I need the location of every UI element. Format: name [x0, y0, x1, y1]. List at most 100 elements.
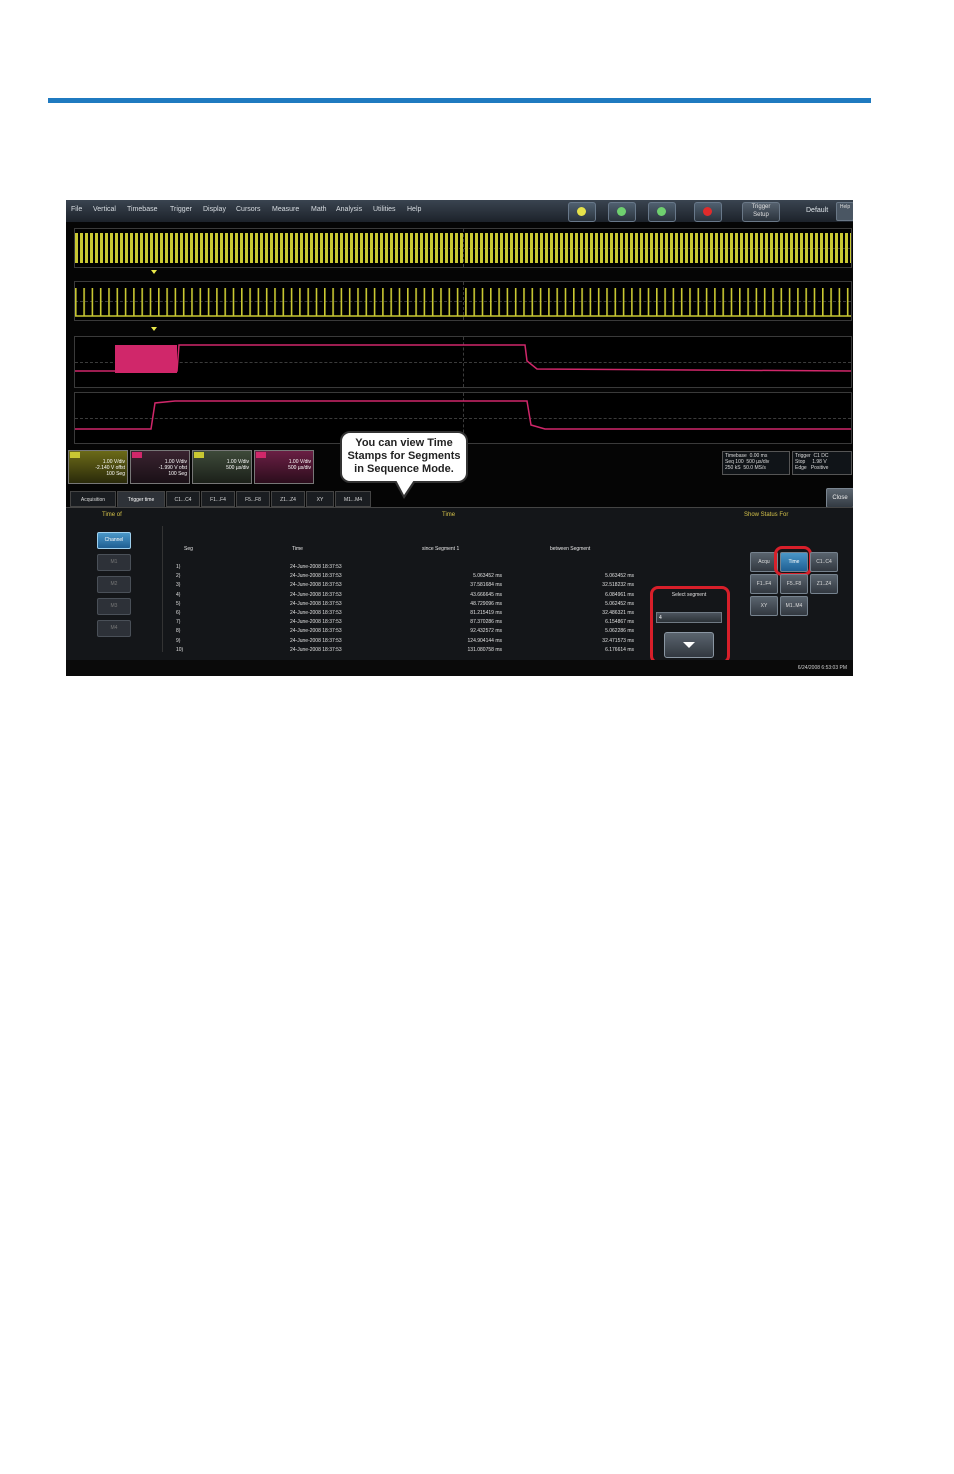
tab-z1-z4[interactable]: Z1...Z4 [271, 491, 305, 507]
descriptor-c2-line3: 100 Seg [168, 471, 187, 477]
menu-file[interactable]: File [71, 206, 83, 213]
cell-seg: 3) [176, 582, 181, 589]
tab-trigger-time[interactable]: Trigger time [117, 491, 165, 507]
status-datetime: 6/24/2008 6:53:03 PM [797, 665, 847, 671]
trigger-setup-button[interactable]: Trigger Setup [742, 202, 780, 222]
menu-display[interactable]: Display [203, 206, 226, 213]
cell-time: 24-June-2008 18:37:53 [290, 582, 342, 589]
status-z1-z4-button[interactable]: Z1..Z4 [810, 574, 838, 594]
col-header-between-seg: between Segment [550, 546, 591, 552]
descriptor-f2-tag [256, 452, 266, 458]
tab-xy[interactable]: XY [306, 491, 334, 507]
table-row: 1)24-June-2008 18:37:53 [176, 563, 646, 572]
auto-setup-button[interactable] [568, 202, 596, 222]
cell-since-seg1: 81.215419 ms [470, 610, 502, 616]
menu-vertical[interactable]: Vertical [93, 206, 116, 213]
menu-math[interactable]: Math [311, 206, 327, 213]
status-time-button[interactable]: Time [780, 552, 808, 572]
tab-acquisition[interactable]: Acquisition [70, 491, 116, 507]
cell-seg: 4) [176, 591, 181, 598]
oscilloscope-screenshot: File Vertical Timebase Trigger Display C… [66, 200, 853, 676]
cell-since-seg1: 87.370286 ms [470, 619, 502, 626]
select-segment-input[interactable]: 4 [656, 612, 722, 623]
auto-setup-icon [577, 207, 586, 216]
cell-time: 24-June-2008 18:37:53 [290, 600, 342, 607]
menu-analysis[interactable]: Analysis [336, 206, 363, 213]
header-rule [48, 98, 871, 103]
trigger-marker-1 [151, 270, 157, 274]
cell-between-seg: 32.486321 ms [602, 610, 634, 616]
menu-cursors[interactable]: Cursors [236, 206, 261, 213]
cell-between-seg: 6.084961 ms [605, 591, 634, 598]
time-of-m1-button[interactable]: M1 [97, 554, 131, 571]
trace-grid-c1 [74, 228, 852, 268]
single-button[interactable] [608, 202, 636, 222]
cell-seg: 7) [176, 619, 181, 626]
descriptor-f2-line1: 1.00 V/div [288, 459, 311, 465]
status-acqu-button[interactable]: Acqu [750, 552, 778, 572]
trace-f1 [75, 344, 851, 373]
descriptor-f1[interactable]: 1.00 V/div 500 µs/div [192, 450, 252, 484]
descriptor-f2[interactable]: 1.00 V/div 500 µs/div [254, 450, 314, 484]
cell-since-seg1: 5.063452 ms [473, 573, 502, 580]
status-c1-c4-button[interactable]: C1..C4 [810, 552, 838, 572]
time-of-m2-button[interactable]: M2 [97, 576, 131, 593]
normal-icon [657, 207, 666, 216]
col-header-time: Time [292, 546, 303, 552]
menu-utilities[interactable]: Utilities [373, 206, 396, 213]
descriptor-c1[interactable]: 1.00 V/div -2.140 V offst 100 Seg [68, 450, 128, 484]
menu-help[interactable]: Help [407, 206, 422, 213]
close-button[interactable]: Close [826, 488, 853, 508]
segment-down-button[interactable] [664, 632, 714, 658]
cell-since-seg1: 92.432572 ms [470, 628, 502, 635]
status-f5-f8-button[interactable]: F5..F8 [780, 574, 808, 594]
descriptor-c1-line1: 1.00 V/div [102, 459, 125, 465]
cell-since-seg1: 37.581684 ms [470, 582, 502, 589]
trigger-descriptor[interactable]: Trigger C1 DC Stop 1.98 V Edge Positive [792, 451, 852, 475]
status-xy-button[interactable]: XY [750, 596, 778, 616]
status-f1-f4-button[interactable]: F1..F4 [750, 574, 778, 594]
cell-since-seg1: 131.080758 ms [467, 646, 502, 653]
tab-m1-m4[interactable]: M1...M4 [335, 491, 371, 507]
trace-c1 [75, 229, 851, 267]
help-button[interactable]: Help [836, 202, 853, 221]
status-time-highlight [774, 546, 812, 576]
cell-seg: 10) [176, 646, 184, 653]
timebase-descriptor[interactable]: Timebase 0.00 ms Seq 100 500 µs/div 250 … [722, 451, 790, 475]
timebase-value: 0.00 ms [749, 453, 768, 459]
normal-button[interactable] [648, 202, 676, 222]
menu-measure[interactable]: Measure [272, 206, 300, 213]
time-of-channel-button[interactable]: Channel [97, 532, 131, 549]
tab-f5-f8[interactable]: F5...F8 [236, 491, 270, 507]
descriptor-c2[interactable]: 1.00 V/div -1.990 V ofst 100 Seg [130, 450, 190, 484]
menu-timebase[interactable]: Timebase [127, 206, 158, 213]
cell-seg: 5) [176, 600, 181, 607]
tab-c1-c4[interactable]: C1...C4 [166, 491, 200, 507]
status-m1-m4-button[interactable]: M1..M4 [780, 596, 808, 616]
cell-between-seg: 6.154867 ms [605, 619, 634, 626]
cell-seg: 8) [176, 628, 181, 635]
default-label[interactable]: Default [806, 207, 829, 214]
descriptor-f1-tag [194, 452, 204, 458]
time-of-m4-button[interactable]: M4 [97, 620, 131, 637]
trace-grid-f1 [74, 336, 852, 388]
time-of-m3-button[interactable]: M3 [97, 598, 131, 615]
timebase-line2: 250 kS 50.0 MS/s [725, 465, 766, 471]
trigger-line1: Stop 1.98 V [795, 459, 827, 465]
cell-time: 24-June-2008 18:37:53 [290, 564, 342, 570]
cell-seg: 9) [176, 637, 181, 644]
descriptor-c1-line2: -2.140 V offst [95, 465, 125, 471]
trigger-label: Trigger [795, 453, 811, 459]
stop-button[interactable] [694, 202, 722, 222]
stop-icon [703, 207, 712, 216]
cell-since-seg1: 48.729096 ms [470, 600, 502, 607]
cell-seg: 2) [176, 573, 181, 580]
tab-f1-f4[interactable]: F1...F4 [201, 491, 235, 507]
cell-seg: 6) [176, 610, 181, 616]
menu-trigger[interactable]: Trigger [170, 206, 192, 213]
